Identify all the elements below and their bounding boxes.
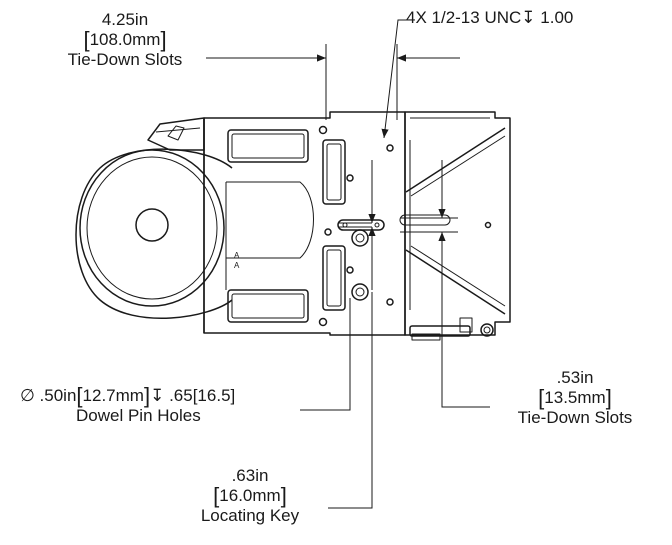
- locating-key-mm: 16.0mm: [219, 486, 281, 505]
- tie-down-small-inches: .53in: [556, 368, 594, 387]
- slot-lower-left: [227, 289, 309, 323]
- locating-key-inches: .63in: [231, 466, 269, 485]
- callout-tapped-holes: 4X 1/2-13 UNC↧ 1.00: [406, 8, 573, 28]
- tie-down-width-label: Tie-Down Slots: [67, 50, 183, 69]
- tie-down-width-mm: 108.0mm: [89, 30, 161, 49]
- locating-key-mm-row: [16.0mm]: [213, 483, 287, 508]
- svg-text:A: A: [234, 251, 240, 260]
- slot-upper-left: [227, 129, 309, 163]
- depth-symbol-icon: ↧: [150, 386, 165, 406]
- dowel-pin-inches: .50in: [39, 386, 77, 405]
- dowel-pin-mm: 12.7mm: [82, 386, 144, 405]
- bottom-fittings: [409, 317, 494, 341]
- callout-dowel-pin-holes: ∅ .50in[12.7mm]↧ .65[16.5] Dowel Pin Hol…: [20, 383, 310, 426]
- tie-down-width-inches: 4.25in: [101, 10, 149, 29]
- part-outline: [75, 111, 511, 341]
- locating-key-label: Locating Key: [200, 506, 300, 525]
- right-plate: [404, 111, 511, 336]
- tie-down-small-label: Tie-Down Slots: [517, 408, 633, 427]
- dowel-pin-spec-row: ∅ .50in[12.7mm]↧ .65[16.5]: [20, 383, 236, 408]
- dowel-hole-upper: [351, 229, 369, 247]
- dowel-pin-label: Dowel Pin Holes: [76, 406, 201, 425]
- tapped-holes-text: 4X 1/2-13 UNC: [406, 8, 522, 27]
- drum: [75, 148, 233, 319]
- slot-vertical-upper: [322, 139, 346, 205]
- x-brace: [405, 127, 506, 315]
- tapped-holes-depth: 1.00: [540, 8, 574, 27]
- locating-key-slot: [337, 219, 385, 231]
- diameter-symbol-icon: ∅: [20, 386, 35, 406]
- depth-symbol-icon: ↧: [521, 8, 536, 28]
- callout-tie-down-width: 4.25in [108.0mm] Tie-Down Slots: [40, 10, 210, 70]
- dowel-pin-depth: .65[16.5]: [169, 386, 236, 405]
- svg-text:A: A: [234, 261, 240, 270]
- cable-clamp: [147, 117, 205, 151]
- dowel-hole-lower: [351, 283, 369, 301]
- tie-down-width-mm-row: [108.0mm]: [83, 27, 167, 52]
- tie-down-small-mm: 13.5mm: [544, 388, 606, 407]
- callout-locating-key: .63in [16.0mm] Locating Key: [170, 466, 330, 526]
- dimension-lines: [206, 19, 490, 509]
- drum-center-hole: [135, 208, 169, 242]
- tie-down-small-mm-row: [13.5mm]: [538, 385, 612, 410]
- callout-tie-down-small: .53in [13.5mm] Tie-Down Slots: [490, 368, 660, 428]
- slot-vertical-lower: [322, 245, 346, 311]
